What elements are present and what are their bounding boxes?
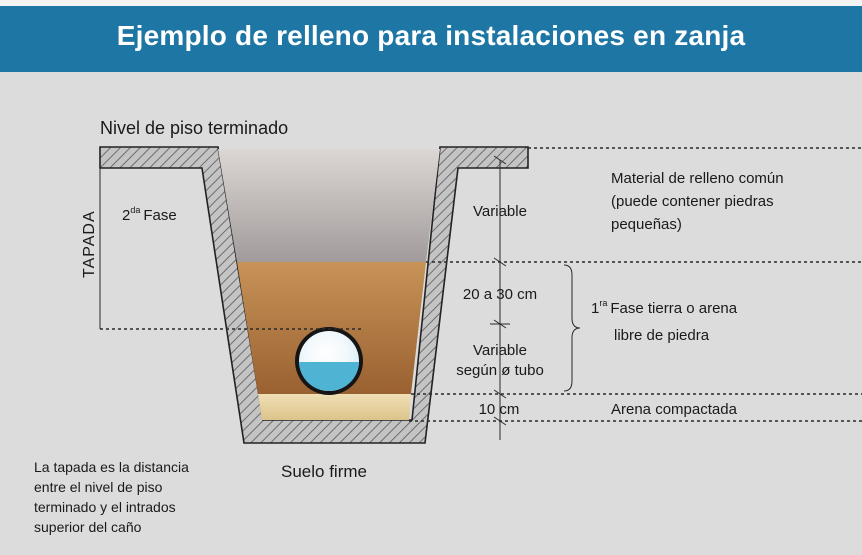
label-nivel-piso: Nivel de piso terminado <box>100 118 288 138</box>
note-line-1: La tapada es la distancia <box>34 459 189 475</box>
title-banner: Ejemplo de relleno para instalaciones en… <box>0 0 862 72</box>
diagram-title: Ejemplo de relleno para instalaciones en… <box>116 20 746 51</box>
label-suelo: Suelo firme <box>281 462 367 481</box>
label-material-3: pequeñas) <box>611 216 682 233</box>
label-arena: Arena compactada <box>611 401 738 418</box>
phase1-bracket <box>563 264 581 392</box>
note-line-4: superior del caño <box>34 519 142 535</box>
label-variable: Variable <box>473 203 527 220</box>
label-10cm: 10 cm <box>479 401 520 418</box>
pipe <box>295 327 363 395</box>
note-line-3: terminado y el intrados <box>34 499 176 515</box>
label-rango: 20 a 30 cm <box>463 286 537 303</box>
reference-lines <box>100 147 862 422</box>
note-line-2: entre el nivel de piso <box>34 479 163 495</box>
label-segun-tubo: según ø tubo <box>456 362 544 379</box>
layer-common-fill <box>218 149 440 262</box>
label-material-2: (puede contener piedras <box>611 193 774 210</box>
layer-sand-fill <box>258 394 411 420</box>
label-variable-tubo: Variable <box>473 342 527 359</box>
right-dimension <box>490 155 510 440</box>
label-material-1: Material de relleno común <box>611 170 784 187</box>
label-fase1-line2: libre de piedra <box>614 327 710 344</box>
label-tapada: TAPADA <box>81 210 98 278</box>
